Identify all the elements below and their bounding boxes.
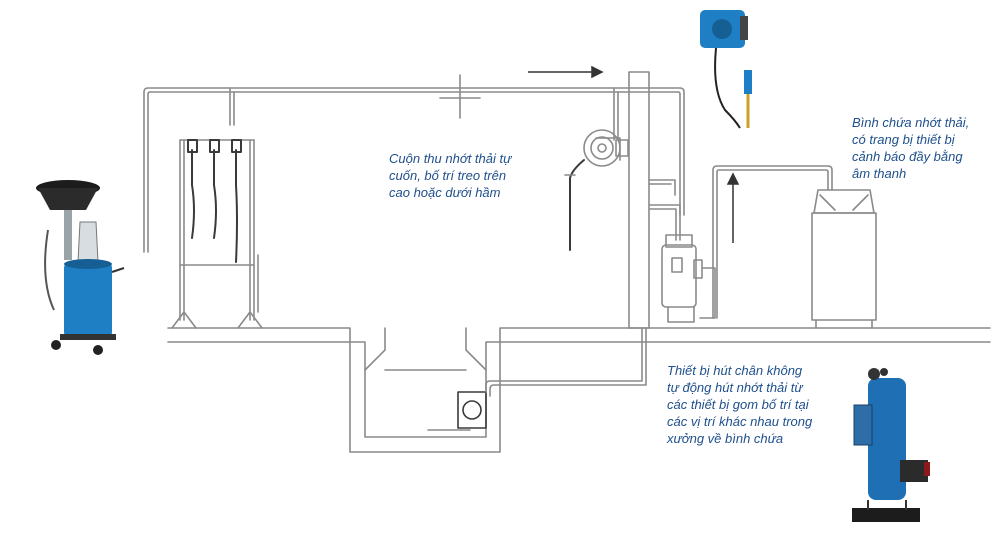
portable-oil-drainer — [36, 180, 125, 355]
reel-description: Cuộn thu nhớt thải tự cuốn, bố trí treo … — [389, 150, 511, 201]
vacuum-description-line: các thiết bị gom bố trí tại — [667, 397, 809, 412]
workshop-floor — [167, 327, 991, 453]
reel-description-line: cuốn, bố trí treo trên — [389, 168, 507, 183]
arrow-right-icon — [528, 65, 604, 79]
vacuum-extraction-unit — [852, 368, 930, 522]
tank-description-line: có trang bị thiết bị — [852, 132, 955, 147]
vacuum-description-line: các vị trí khác nhau trong — [667, 414, 813, 429]
tank-description-line: âm thanh — [852, 166, 907, 181]
tank-description-line: cảnh báo đầy bằng — [852, 149, 963, 164]
waste-oil-tank — [811, 189, 877, 329]
vacuum-description: Thiết bị hút chân không tự động hút nhớt… — [667, 362, 812, 447]
tank-description-line: Bình chứa nhớt thải, — [852, 115, 970, 130]
wall-hose-reel — [700, 10, 752, 129]
tank-description: Bình chứa nhớt thải, có trang bị thiết b… — [852, 114, 969, 182]
vacuum-unit-small — [648, 204, 716, 323]
vacuum-description-line: tự động hút nhớt thải từ — [667, 380, 803, 395]
support-column — [628, 71, 676, 329]
hose-reel-rack — [171, 139, 263, 329]
reel-description-line: Cuộn thu nhớt thải tự — [389, 151, 512, 166]
vacuum-description-line: xưởng về bình chứa — [667, 431, 784, 446]
pit-reel — [427, 327, 647, 431]
vacuum-description-line: Thiết bị hút chân không — [667, 363, 803, 378]
ceiling-reel — [564, 129, 629, 251]
arrow-up-icon — [726, 172, 740, 243]
reel-description-line: cao hoặc dưới hầm — [389, 185, 501, 200]
overhead-pipe — [143, 74, 685, 253]
pipe-to-tank — [712, 165, 833, 319]
